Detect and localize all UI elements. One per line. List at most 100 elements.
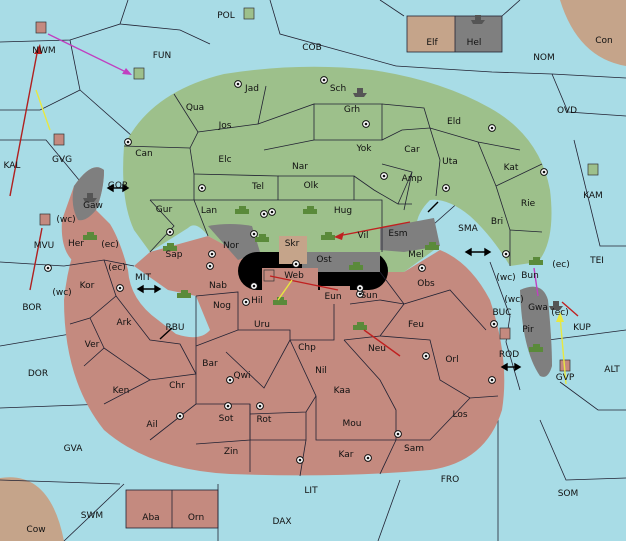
territory-label-buc: BUC — [492, 308, 511, 318]
territory-label-eun: Eun — [324, 292, 341, 302]
supply-center-dot — [244, 300, 248, 304]
fleet-unit — [471, 15, 485, 24]
flag-marker — [39, 213, 51, 226]
territory-label-chp: Chp — [298, 343, 316, 353]
territory-label-lan: Lan — [201, 206, 217, 216]
fleet-unit — [353, 88, 367, 97]
territory-label-eld: Eld — [447, 117, 461, 127]
territory-label-ovd: OVD — [557, 106, 577, 116]
territory-label-hel: Hel — [467, 38, 482, 48]
territory-esm[interactable] — [380, 218, 440, 252]
territory-label-kal: KAL — [4, 161, 21, 171]
army-unit — [163, 243, 177, 251]
army-unit — [273, 297, 287, 305]
army-unit — [303, 206, 317, 214]
supply-center-dot — [382, 174, 386, 178]
territory-label-cow: Cow — [26, 525, 45, 535]
territory-label-ver: Ver — [85, 340, 100, 350]
territory-label-gvp: GVP — [556, 373, 575, 383]
southern-landmass[interactable] — [64, 210, 505, 476]
territory-elf[interactable] — [407, 16, 455, 52]
flag-marker — [243, 7, 255, 20]
territory-label-nor: Nor — [223, 241, 239, 251]
territory-label-nil: Nil — [315, 366, 327, 376]
territory-label-can: Can — [135, 149, 153, 159]
territory-label-bar: Bar — [202, 359, 218, 369]
supply-center-dot — [396, 432, 400, 436]
territory-label-fun: FUN — [153, 51, 172, 61]
supply-center-dot — [210, 252, 214, 256]
territory-label-dax: DAX — [272, 517, 291, 527]
army-unit — [529, 257, 543, 265]
supply-centers — [44, 76, 548, 464]
supply-center-dot — [366, 456, 370, 460]
army-unit — [321, 232, 335, 240]
territory-label-elf: Elf — [426, 38, 438, 48]
territory-cow[interactable] — [0, 477, 64, 541]
territory-label-skr: Skr — [285, 239, 300, 249]
territory-pir[interactable] — [520, 286, 552, 377]
supply-center-dot — [322, 78, 326, 82]
supply-center-dot — [258, 404, 262, 408]
supply-center-dot — [168, 230, 172, 234]
territory-label-sap: Sap — [166, 250, 183, 260]
territory-con[interactable] — [560, 0, 626, 66]
territory-label-con: Con — [595, 36, 613, 46]
territory-label-nab: Nab — [209, 281, 227, 291]
territory-label-lit: LIT — [304, 486, 318, 496]
territory-label-rod: ROD — [499, 350, 519, 360]
army-unit — [235, 206, 249, 214]
territory-label-som: SOM — [558, 489, 579, 499]
territory-label-chr: Chr — [169, 381, 185, 391]
territory-label-her: Her — [68, 239, 84, 249]
northern-landmass[interactable] — [123, 66, 552, 272]
territory-label-ec1: (ec) — [101, 240, 119, 250]
territory-label-tei: TEI — [589, 256, 604, 266]
order-arrows — [9, 33, 579, 385]
supply-center-dot — [294, 262, 298, 266]
territory-label-tel: Tel — [251, 182, 264, 192]
supply-center-dot — [490, 378, 494, 382]
territory-label-obs: Obs — [417, 279, 435, 289]
supply-center-dot — [226, 404, 230, 408]
territory-label-gwa: Gwa — [528, 303, 548, 313]
territory-label-bun: Bun — [521, 271, 539, 281]
territory-label-gor: GOR — [108, 181, 128, 191]
territory-label-qwi: Qwi — [234, 371, 251, 381]
territory-label-alt: ALT — [604, 365, 620, 375]
territory-label-swm: SWM — [81, 511, 103, 521]
supply-center-dot — [200, 186, 204, 190]
territory-label-rbu: RBU — [165, 323, 184, 333]
territory-eun[interactable] — [320, 286, 350, 304]
territory-label-yok: Yok — [355, 144, 372, 154]
territory-label-mvu: MVU — [34, 241, 55, 251]
supply-center-dot — [420, 266, 424, 270]
territory-label-pol: POL — [217, 11, 235, 21]
territory-label-cob: COB — [302, 43, 322, 53]
territory-label-orl: Orl — [445, 355, 458, 365]
supply-center-dot — [490, 126, 494, 130]
territory-label-gva: GVA — [64, 444, 84, 454]
supply-center-dot — [364, 122, 368, 126]
army-unit — [255, 234, 269, 242]
territory-label-gaw: Gaw — [83, 201, 103, 211]
territory-label-wc4: (wc) — [504, 295, 523, 305]
territory-label-kor: Kor — [80, 281, 95, 291]
territory-label-aba: Aba — [142, 513, 159, 523]
territory-nor[interactable] — [208, 224, 260, 260]
territory-label-hug: Hug — [334, 206, 352, 216]
territory-label-sch: Sch — [330, 84, 346, 94]
supply-center-dot — [358, 286, 362, 290]
territory-label-ail: Ail — [146, 420, 157, 430]
supply-center-dot — [262, 212, 266, 216]
supply-center-dot — [444, 186, 448, 190]
territory-label-nar: Nar — [292, 162, 308, 172]
supply-center-dot — [542, 170, 546, 174]
territory-label-car: Car — [404, 145, 420, 155]
supply-center-dot — [492, 322, 496, 326]
units-layer[interactable] — [35, 7, 599, 372]
territory-label-olk: Olk — [304, 181, 320, 191]
army-unit — [529, 344, 543, 352]
territory-label-esm: Esm — [388, 229, 407, 239]
